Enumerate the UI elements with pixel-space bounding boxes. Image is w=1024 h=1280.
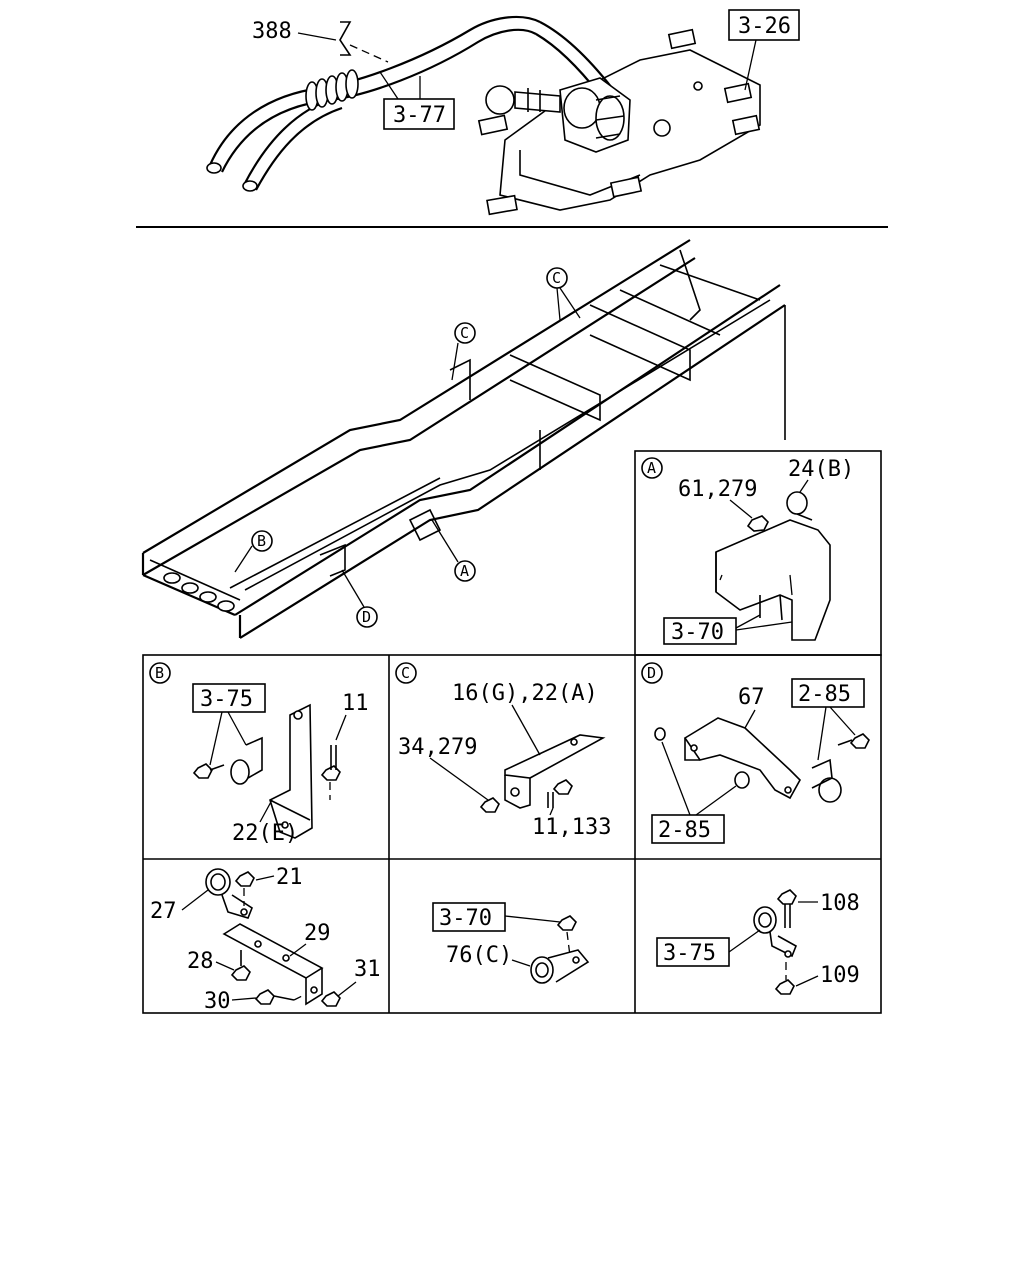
callout-c-2: C xyxy=(546,267,581,321)
panel-c: C 16(G),22(A) 34,279 11,133 xyxy=(395,662,611,840)
svg-text:76(C): 76(C) xyxy=(446,943,512,968)
svg-text:A: A xyxy=(460,562,469,580)
svg-text:C: C xyxy=(552,269,561,287)
svg-text:27: 27 xyxy=(150,899,177,924)
svg-text:3-77: 3-77 xyxy=(393,103,446,128)
top-label-3-77: 3-77 xyxy=(379,71,455,130)
svg-text:C: C xyxy=(460,324,469,342)
svg-text:29: 29 xyxy=(304,921,331,946)
callout-a: A xyxy=(431,519,476,582)
panel-d: D 67 2-85 2-85 xyxy=(641,662,870,844)
svg-text:3-75: 3-75 xyxy=(663,941,716,966)
svg-text:34,279: 34,279 xyxy=(398,735,477,760)
chassis-frame xyxy=(141,239,786,639)
svg-text:B: B xyxy=(257,532,266,550)
svg-text:3-26: 3-26 xyxy=(738,14,791,39)
svg-text:388: 388 xyxy=(252,19,292,44)
panel-b: B 3-75 11 22(E) xyxy=(149,662,369,846)
svg-text:3-70: 3-70 xyxy=(439,906,492,931)
callout-b: B xyxy=(234,530,273,573)
svg-text:61,279: 61,279 xyxy=(678,477,757,502)
top-label-3-26: 3-26 xyxy=(728,9,800,91)
svg-text:B: B xyxy=(155,664,164,682)
svg-text:3-75: 3-75 xyxy=(200,687,253,712)
callout-d: D xyxy=(341,569,378,628)
panel-a: A 61,279 24(B) 3-70 xyxy=(641,457,854,645)
svg-text:31: 31 xyxy=(354,957,381,982)
svg-text:109: 109 xyxy=(820,963,860,988)
svg-text:2-85: 2-85 xyxy=(798,682,851,707)
svg-text:108: 108 xyxy=(820,891,860,916)
svg-text:2-85: 2-85 xyxy=(658,818,711,843)
panel-g: 108 3-75 109 xyxy=(656,889,860,995)
panel-e: 21 27 29 28 31 30 xyxy=(150,865,381,1014)
svg-text:28: 28 xyxy=(187,949,214,974)
svg-text:A: A xyxy=(647,459,656,477)
svg-text:11,133: 11,133 xyxy=(532,815,611,840)
svg-text:22(E): 22(E) xyxy=(232,821,298,846)
svg-text:67: 67 xyxy=(738,685,765,710)
svg-text:11: 11 xyxy=(342,691,369,716)
top-assembly xyxy=(206,15,761,216)
svg-text:24(B): 24(B) xyxy=(788,457,854,482)
hose-sleeve xyxy=(305,69,359,111)
panel-grid xyxy=(142,450,882,1014)
svg-text:D: D xyxy=(647,664,656,682)
svg-text:D: D xyxy=(362,608,371,626)
svg-text:C: C xyxy=(401,664,410,682)
svg-text:21: 21 xyxy=(276,865,303,890)
svg-text:16(G),22(A): 16(G),22(A) xyxy=(452,681,598,706)
top-label-388: 388 xyxy=(252,19,389,63)
callout-c-1: C xyxy=(451,322,476,381)
panel-f: 3-70 76(C) xyxy=(432,902,590,984)
svg-text:3-70: 3-70 xyxy=(671,620,724,645)
svg-text:30: 30 xyxy=(204,989,231,1014)
